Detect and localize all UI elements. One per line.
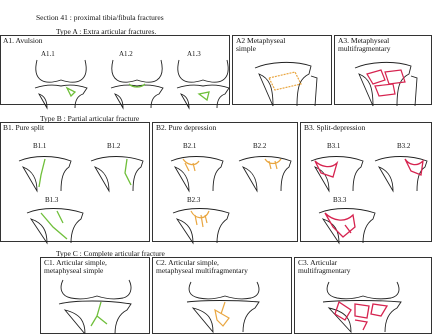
section-title: Section 41 : proximal tibia/fibula fract…: [36, 14, 164, 22]
knee-diagram-c2: [179, 280, 269, 332]
knee-diagram-b3-3: [315, 203, 379, 243]
knee-diagram-c1: [51, 278, 141, 334]
knee-diagram-a1-2: [107, 58, 167, 108]
sub-label-b2-2: B2.2: [253, 142, 266, 150]
knee-diagram-b2-2: [235, 151, 295, 191]
knee-diagram-a1-3: [173, 58, 233, 108]
panel-c2: C2. Articular simple, metaphyseal multif…: [152, 257, 292, 334]
knee-diagram-a2: [245, 54, 325, 106]
knee-diagram-a1-1: [31, 58, 91, 108]
panel-b2: B2. Pure depression B2.1 B2.2 B2.3: [152, 122, 298, 242]
knee-diagram-b2-3: [169, 203, 233, 243]
panel-a3-label: A3. Metaphyseal multifragmentary: [338, 37, 390, 53]
sub-label-b2-1: B2.1: [183, 142, 196, 150]
panel-a2: A2 Metaphyseal simple: [232, 35, 332, 105]
panel-a3: A3. Metaphyseal multifragmentary: [334, 35, 432, 105]
panel-b3-label: B3. Split-depression: [304, 124, 365, 132]
sub-label-a1-1: A1.1: [41, 50, 55, 58]
panel-b2-label: B2. Pure depression: [156, 124, 216, 132]
panel-c2-label: C2. Articular simple, metaphyseal multif…: [156, 259, 248, 275]
knee-diagram-b1-3: [23, 203, 87, 243]
knee-diagram-b3-2: [371, 151, 431, 191]
sub-label-a1-3: A1.3: [187, 50, 201, 58]
knee-diagram-a3: [345, 54, 425, 106]
panel-b1: B1. Pure split B1.1 B1.2 B1.3: [0, 122, 150, 242]
panel-c3-label: C3. Articular multifragmentary: [298, 259, 350, 275]
sub-label-b1-2: B1.2: [107, 142, 120, 150]
sub-label-a1-2: A1.2: [119, 50, 133, 58]
knee-diagram-b3-1: [307, 151, 367, 191]
sub-label-b3-2: B3.2: [397, 142, 410, 150]
panel-c1: C1. Articular simple, metaphyseal simple: [40, 257, 150, 334]
panel-b1-label: B1. Pure split: [3, 124, 44, 132]
panel-a2-label: A2 Metaphyseal simple: [236, 37, 285, 53]
sub-label-b1-1: B1.1: [33, 142, 46, 150]
panel-a1-label: A1. Avulsion: [3, 37, 42, 45]
panel-a1: A1. Avulsion A1.1 A1.2 A1.3: [0, 35, 230, 105]
knee-diagram-c3: [315, 280, 411, 332]
knee-diagram-b2-1: [167, 151, 227, 191]
sub-label-b3-1: B3.1: [327, 142, 340, 150]
panel-c3: C3. Articular multifragmentary: [294, 257, 432, 334]
knee-diagram-b1-2: [87, 151, 147, 191]
panel-c1-label: C1. Articular simple, metaphyseal simple: [44, 259, 107, 275]
knee-diagram-b1-1: [15, 151, 75, 191]
panel-b3: B3. Split-depression B3.1 B3.2 B3.3: [300, 122, 432, 242]
